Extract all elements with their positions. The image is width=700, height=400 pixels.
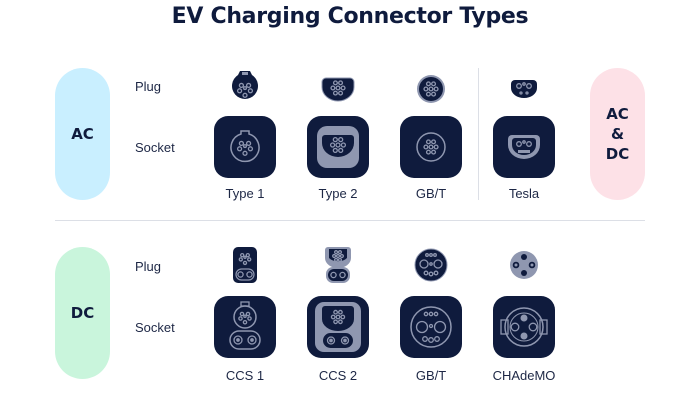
tesla-socket-icon xyxy=(479,116,569,178)
gbt-dc-socket-icon xyxy=(386,296,476,358)
connector-label: Type 2 xyxy=(318,186,358,201)
connector-label: GB/T xyxy=(415,368,447,383)
chademo-socket-icon xyxy=(479,296,569,358)
gbt-dc-plug-icon xyxy=(386,245,476,285)
type2-plug-icon xyxy=(293,67,383,107)
dc-group-label: DC xyxy=(70,304,95,322)
ac-dc-group-pill: AC & DC xyxy=(590,68,645,200)
ccs2-plug-icon xyxy=(293,245,383,285)
type1-socket-icon xyxy=(200,116,290,178)
page-title: EV Charging Connector Types xyxy=(171,4,529,29)
ac-socket-row-label: Socket xyxy=(135,140,175,155)
dc-socket-row-label: Socket xyxy=(135,320,175,335)
ccs1-socket-icon xyxy=(200,296,290,358)
type2-socket-icon xyxy=(293,116,383,178)
ac-dc-label-1: AC xyxy=(606,105,629,123)
connector-label: CHAdeMO xyxy=(492,368,556,383)
ac-dc-label-2: & xyxy=(610,125,625,143)
connector-label: Tesla xyxy=(508,186,540,201)
type1-plug-icon xyxy=(200,67,290,107)
ac-plug-row-label: Plug xyxy=(135,79,162,94)
ccs2-socket-icon xyxy=(293,296,383,358)
chademo-plug-icon xyxy=(479,245,569,285)
tesla-divider xyxy=(478,68,479,200)
tesla-plug-icon xyxy=(479,67,569,107)
connector-label: CCS 2 xyxy=(318,368,358,383)
connector-label: Type 1 xyxy=(225,186,265,201)
section-divider xyxy=(55,220,645,221)
dc-plug-row-label: Plug xyxy=(135,259,162,274)
dc-group-pill: DC xyxy=(55,247,110,379)
ac-group-pill: AC xyxy=(55,68,110,200)
ac-dc-label-3: DC xyxy=(605,145,630,163)
connector-label: CCS 1 xyxy=(225,368,265,383)
ac-group-label: AC xyxy=(71,125,94,143)
gbt-ac-plug-icon xyxy=(386,67,476,107)
connector-label: GB/T xyxy=(415,186,447,201)
gbt-ac-socket-icon xyxy=(386,116,476,178)
ccs1-plug-icon xyxy=(200,245,290,285)
